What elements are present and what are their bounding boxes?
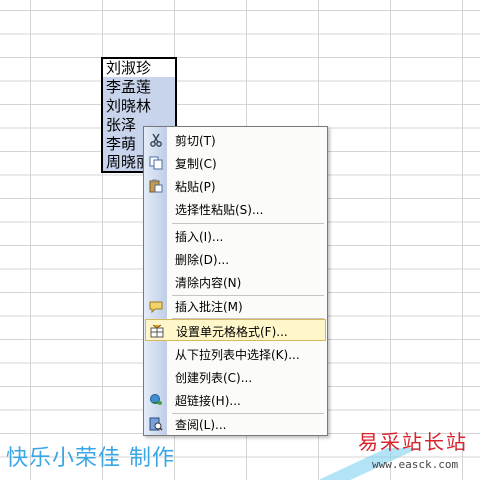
cell[interactable]: 张泽 — [106, 116, 137, 134]
hyperlink-icon — [148, 392, 164, 408]
menu-item-label: 选择性粘贴(S)... — [175, 203, 264, 217]
menu-item-label: 超链接(H)... — [175, 394, 241, 408]
menu-icon-gutter — [144, 127, 167, 435]
paste-icon — [148, 178, 164, 194]
menu-item-create-list[interactable]: 创建列表(C)... — [145, 366, 326, 388]
menu-item-paste[interactable]: 粘贴(P) — [145, 175, 326, 197]
menu-item-delete[interactable]: 删除(D)... — [145, 248, 326, 270]
menu-item-label: 剪切(T) — [175, 134, 216, 148]
menu-item-label: 查阅(L)... — [175, 418, 227, 432]
menu-item-label: 设置单元格格式(F)... — [176, 325, 288, 339]
menu-item-label: 删除(D)... — [175, 253, 230, 267]
selected-cell-range[interactable]: 刘淑珍 李孟莲 刘晓林 张泽 李萌 周晓丽 — [101, 57, 177, 173]
menu-item-clear-contents[interactable]: 清除内容(N) — [145, 271, 326, 293]
menu-item-insert-comment[interactable]: 插入批注(M) — [145, 295, 326, 317]
menu-item-label: 插入批注(M) — [175, 300, 243, 314]
site-url: www.easck.com — [372, 458, 459, 471]
copy-icon — [148, 155, 164, 171]
menu-item-label: 创建列表(C)... — [175, 371, 253, 385]
context-menu: 剪切(T) 复制(C) 粘贴(P) 选择性粘贴(S)... 插入(I)... 删… — [143, 126, 328, 436]
menu-item-paste-special[interactable]: 选择性粘贴(S)... — [145, 198, 326, 220]
menu-item-hyperlink[interactable]: 超链接(H)... — [145, 389, 326, 411]
format-cells-icon — [149, 323, 165, 339]
cell[interactable]: 李孟莲 — [106, 78, 152, 96]
cell[interactable]: 李萌 — [106, 135, 137, 153]
cell[interactable]: 刘晓林 — [106, 97, 152, 115]
menu-separator — [172, 223, 324, 224]
watermark-stripe — [320, 448, 440, 480]
menu-item-copy[interactable]: 复制(C) — [145, 152, 326, 174]
menu-item-pick-from-list[interactable]: 从下拉列表中选择(K)... — [145, 343, 326, 365]
scissors-icon — [148, 132, 164, 148]
menu-separator — [172, 318, 324, 319]
cell[interactable]: 刘淑珍 — [103, 59, 175, 77]
menu-item-cut[interactable]: 剪切(T) — [145, 129, 326, 151]
site-logo-text: 易采站长站 — [358, 430, 468, 454]
menu-item-insert[interactable]: 插入(I)... — [145, 225, 326, 247]
cell[interactable]: 周晓丽 — [106, 153, 152, 171]
menu-item-label: 插入(I)... — [175, 230, 224, 244]
menu-item-label: 复制(C) — [175, 157, 217, 171]
author-credit: 快乐小荣佳 制作 — [6, 446, 175, 471]
menu-item-label: 清除内容(N) — [175, 276, 242, 290]
menu-item-label: 从下拉列表中选择(K)... — [175, 348, 300, 362]
menu-item-label: 粘贴(P) — [175, 180, 216, 194]
menu-item-format-cells[interactable]: 设置单元格格式(F)... — [145, 319, 326, 341]
menu-item-research[interactable]: 查阅(L)... — [145, 413, 326, 435]
menu-separator — [172, 295, 324, 296]
research-icon — [148, 416, 164, 432]
menu-separator — [172, 413, 324, 414]
comment-icon — [148, 298, 164, 314]
